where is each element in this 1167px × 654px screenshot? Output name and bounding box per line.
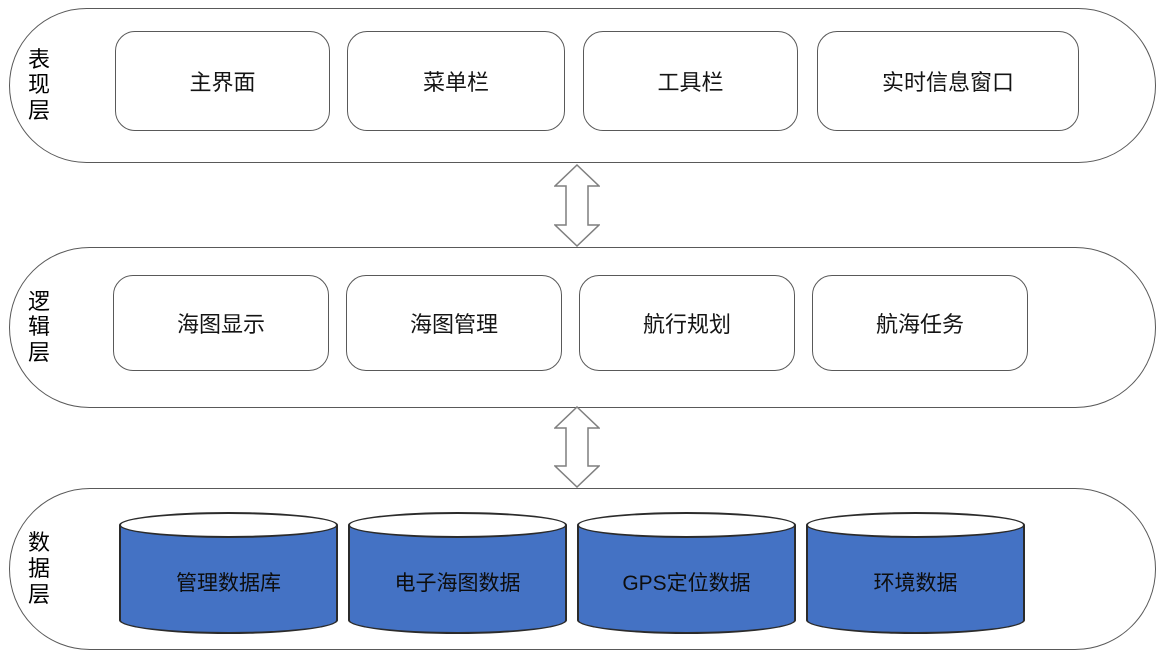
cylinder-label: 管理数据库: [176, 572, 281, 595]
cylinder-body: [348, 525, 567, 634]
cylinder-management-database: 管理数据库: [119, 512, 338, 634]
box-main-interface: 主界面: [115, 31, 330, 131]
box-label: 实时信息窗口: [881, 70, 1014, 95]
box-label: 航海任务: [875, 312, 964, 337]
cylinder-body: [577, 525, 796, 634]
layer-data-label: 数据层: [27, 530, 50, 607]
cylinder-top-ellipse: [348, 512, 567, 538]
box-label: 工具栏: [657, 70, 724, 95]
box-label: 航行规划: [642, 312, 731, 337]
box-label: 菜单栏: [422, 70, 489, 95]
box-chart-display: 海图显示: [113, 275, 329, 371]
box-menu-bar: 菜单栏: [347, 31, 565, 131]
box-label: 海图管理: [409, 312, 498, 337]
cylinder-top-ellipse: [577, 512, 796, 538]
cylinder-top-ellipse: [806, 512, 1025, 538]
double-arrow-icon-top: [554, 164, 600, 247]
box-tool-bar: 工具栏: [583, 31, 798, 131]
layer-presentation-label: 表现层: [27, 46, 50, 124]
cylinder-label: 环境数据: [873, 572, 958, 595]
double-arrow-icon-bottom: [554, 406, 600, 488]
cylinder-gps-data: GPS定位数据: [577, 512, 796, 634]
cylinder-top-ellipse: [119, 512, 338, 538]
box-label: 主界面: [189, 70, 256, 95]
cylinder-label: 电子海图数据: [394, 572, 521, 595]
box-voyage-planning: 航行规划: [579, 275, 795, 371]
box-chart-management: 海图管理: [346, 275, 562, 371]
box-navigation-task: 航海任务: [812, 275, 1028, 371]
cylinder-label: GPS定位数据: [622, 572, 751, 595]
cylinder-body: [119, 525, 338, 634]
cylinder-environment-data: 环境数据: [806, 512, 1025, 634]
box-realtime-info-window: 实时信息窗口: [817, 31, 1079, 131]
cylinder-enc-data: 电子海图数据: [348, 512, 567, 634]
layer-logic-label: 逻辑层: [27, 288, 50, 366]
box-label: 海图显示: [176, 312, 265, 337]
cylinder-body: [806, 525, 1025, 634]
